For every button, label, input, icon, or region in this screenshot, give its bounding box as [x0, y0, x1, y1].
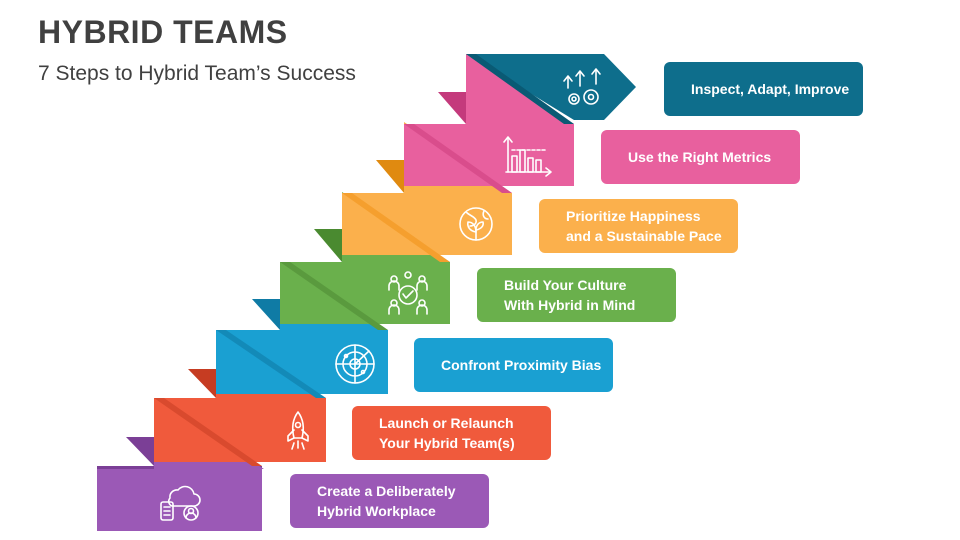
- step-5-label: Prioritize Happiness and a Sustainable P…: [539, 199, 738, 253]
- step-4-label: Build Your Culture With Hybrid in Mind: [477, 268, 676, 322]
- step-7-label: Inspect, Adapt, Improve: [664, 62, 863, 116]
- gears-arrows-icon: [563, 68, 601, 105]
- bar-chart-icon: [503, 136, 552, 177]
- radar-icon: [335, 344, 375, 384]
- team-culture-icon: [388, 271, 428, 315]
- cloud-network-icon: [160, 485, 201, 521]
- step-6-label: Use the Right Metrics: [601, 130, 800, 184]
- page-title: HYBRID TEAMS: [38, 14, 288, 50]
- rocket-icon: [287, 411, 309, 450]
- step-3-label: Confront Proximity Bias: [414, 338, 613, 392]
- step-1-label: Create a Deliberately Hybrid Workplace: [290, 474, 489, 528]
- step-2-label: Launch or Relaunch Your Hybrid Team(s): [352, 406, 551, 460]
- globe-leaf-icon: [459, 207, 493, 241]
- page-subtitle: 7 Steps to Hybrid Team’s Success: [38, 62, 356, 85]
